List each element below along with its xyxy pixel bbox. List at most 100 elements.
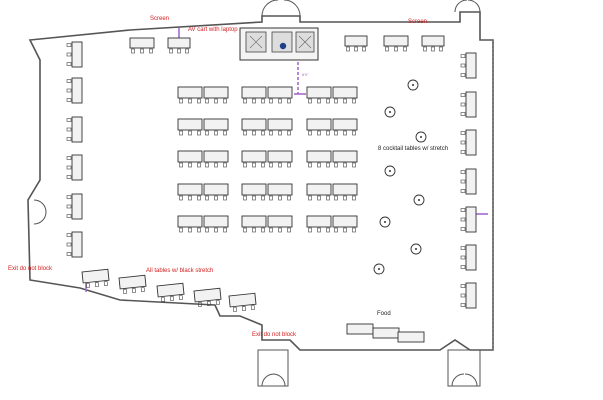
banquet-table [177,150,203,163]
banquet-table [177,183,203,196]
angled-table-group [228,292,257,312]
chair [460,150,466,154]
av-equipment-icon [279,42,287,50]
chair [261,98,265,104]
chair [346,46,350,52]
chair [308,130,312,136]
chair [66,88,72,93]
chair [460,293,466,298]
chair [205,227,209,233]
banquet-table [332,150,358,163]
chair [122,288,127,294]
banquet-table [203,215,229,228]
chair [250,305,255,311]
chair [66,233,72,237]
food-table [372,327,400,339]
chair [188,227,192,233]
chair [317,195,321,201]
chair [269,130,273,136]
chair [431,46,435,52]
stage-av-area [239,27,319,61]
chair [214,227,218,233]
chair [394,46,398,52]
top-table-av-cart [167,37,191,49]
chair [460,265,466,269]
chair [169,48,173,54]
top-table-right-3 [421,35,445,47]
chair [352,195,356,201]
chair [362,46,366,52]
chair [334,130,338,136]
chair [232,306,237,312]
banquet-table [177,86,203,99]
chair [278,162,282,168]
chair [66,43,72,47]
chair [423,46,427,52]
chair [223,227,227,233]
chair [326,227,330,233]
banquet-table [306,183,332,196]
banquet-table [267,215,293,228]
door-top-left [261,0,301,17]
cocktail-table-center [389,111,391,113]
chair [179,195,183,201]
right-wall-table [465,244,477,271]
chair [243,98,247,104]
banquet-table [332,118,358,131]
chair [243,130,247,136]
banquet-table [267,150,293,163]
chair [460,93,466,97]
chair [252,227,256,233]
chair [252,98,256,104]
food-table [346,323,374,335]
angled-table [228,292,257,308]
room-wall-outline [27,11,494,351]
chair [326,162,330,168]
chair [205,130,209,136]
cocktail-table-center [415,248,417,250]
banquet-table [177,215,203,228]
chair [352,130,356,136]
angled-table [156,282,185,298]
chair [177,48,181,54]
chair [185,48,189,54]
chair [205,195,209,201]
banquet-table [267,118,293,131]
chair [85,282,90,288]
chair [460,284,466,288]
chair [460,140,466,145]
chair [334,98,338,104]
chair [66,98,72,102]
note-av-cart: AV cart with laptop [188,27,238,33]
chair [243,195,247,201]
chair [169,296,174,301]
chair [243,227,247,233]
chair [460,54,466,58]
right-wall-table [465,282,477,309]
banquet-table [241,150,267,163]
cocktail-table-center [389,170,391,172]
chair [460,63,466,68]
cocktail-table-center [378,268,380,270]
chair [352,162,356,168]
cocktail-table-center [420,136,422,138]
top-table-right-2 [383,35,409,47]
chair [460,246,466,250]
chair [66,62,72,66]
chair [178,295,183,301]
chair [197,98,201,104]
chair [241,306,246,311]
door-left [33,199,47,225]
chair [278,195,282,201]
note-exit-bottom: Exit do not block [252,332,297,338]
chair [439,46,443,52]
banquet-table [332,86,358,99]
chair [269,195,273,201]
chair [252,130,256,136]
banquet-table [203,183,229,196]
chair [343,227,347,233]
chair [66,214,72,218]
left-wall-table [71,41,83,68]
chair [179,98,183,104]
